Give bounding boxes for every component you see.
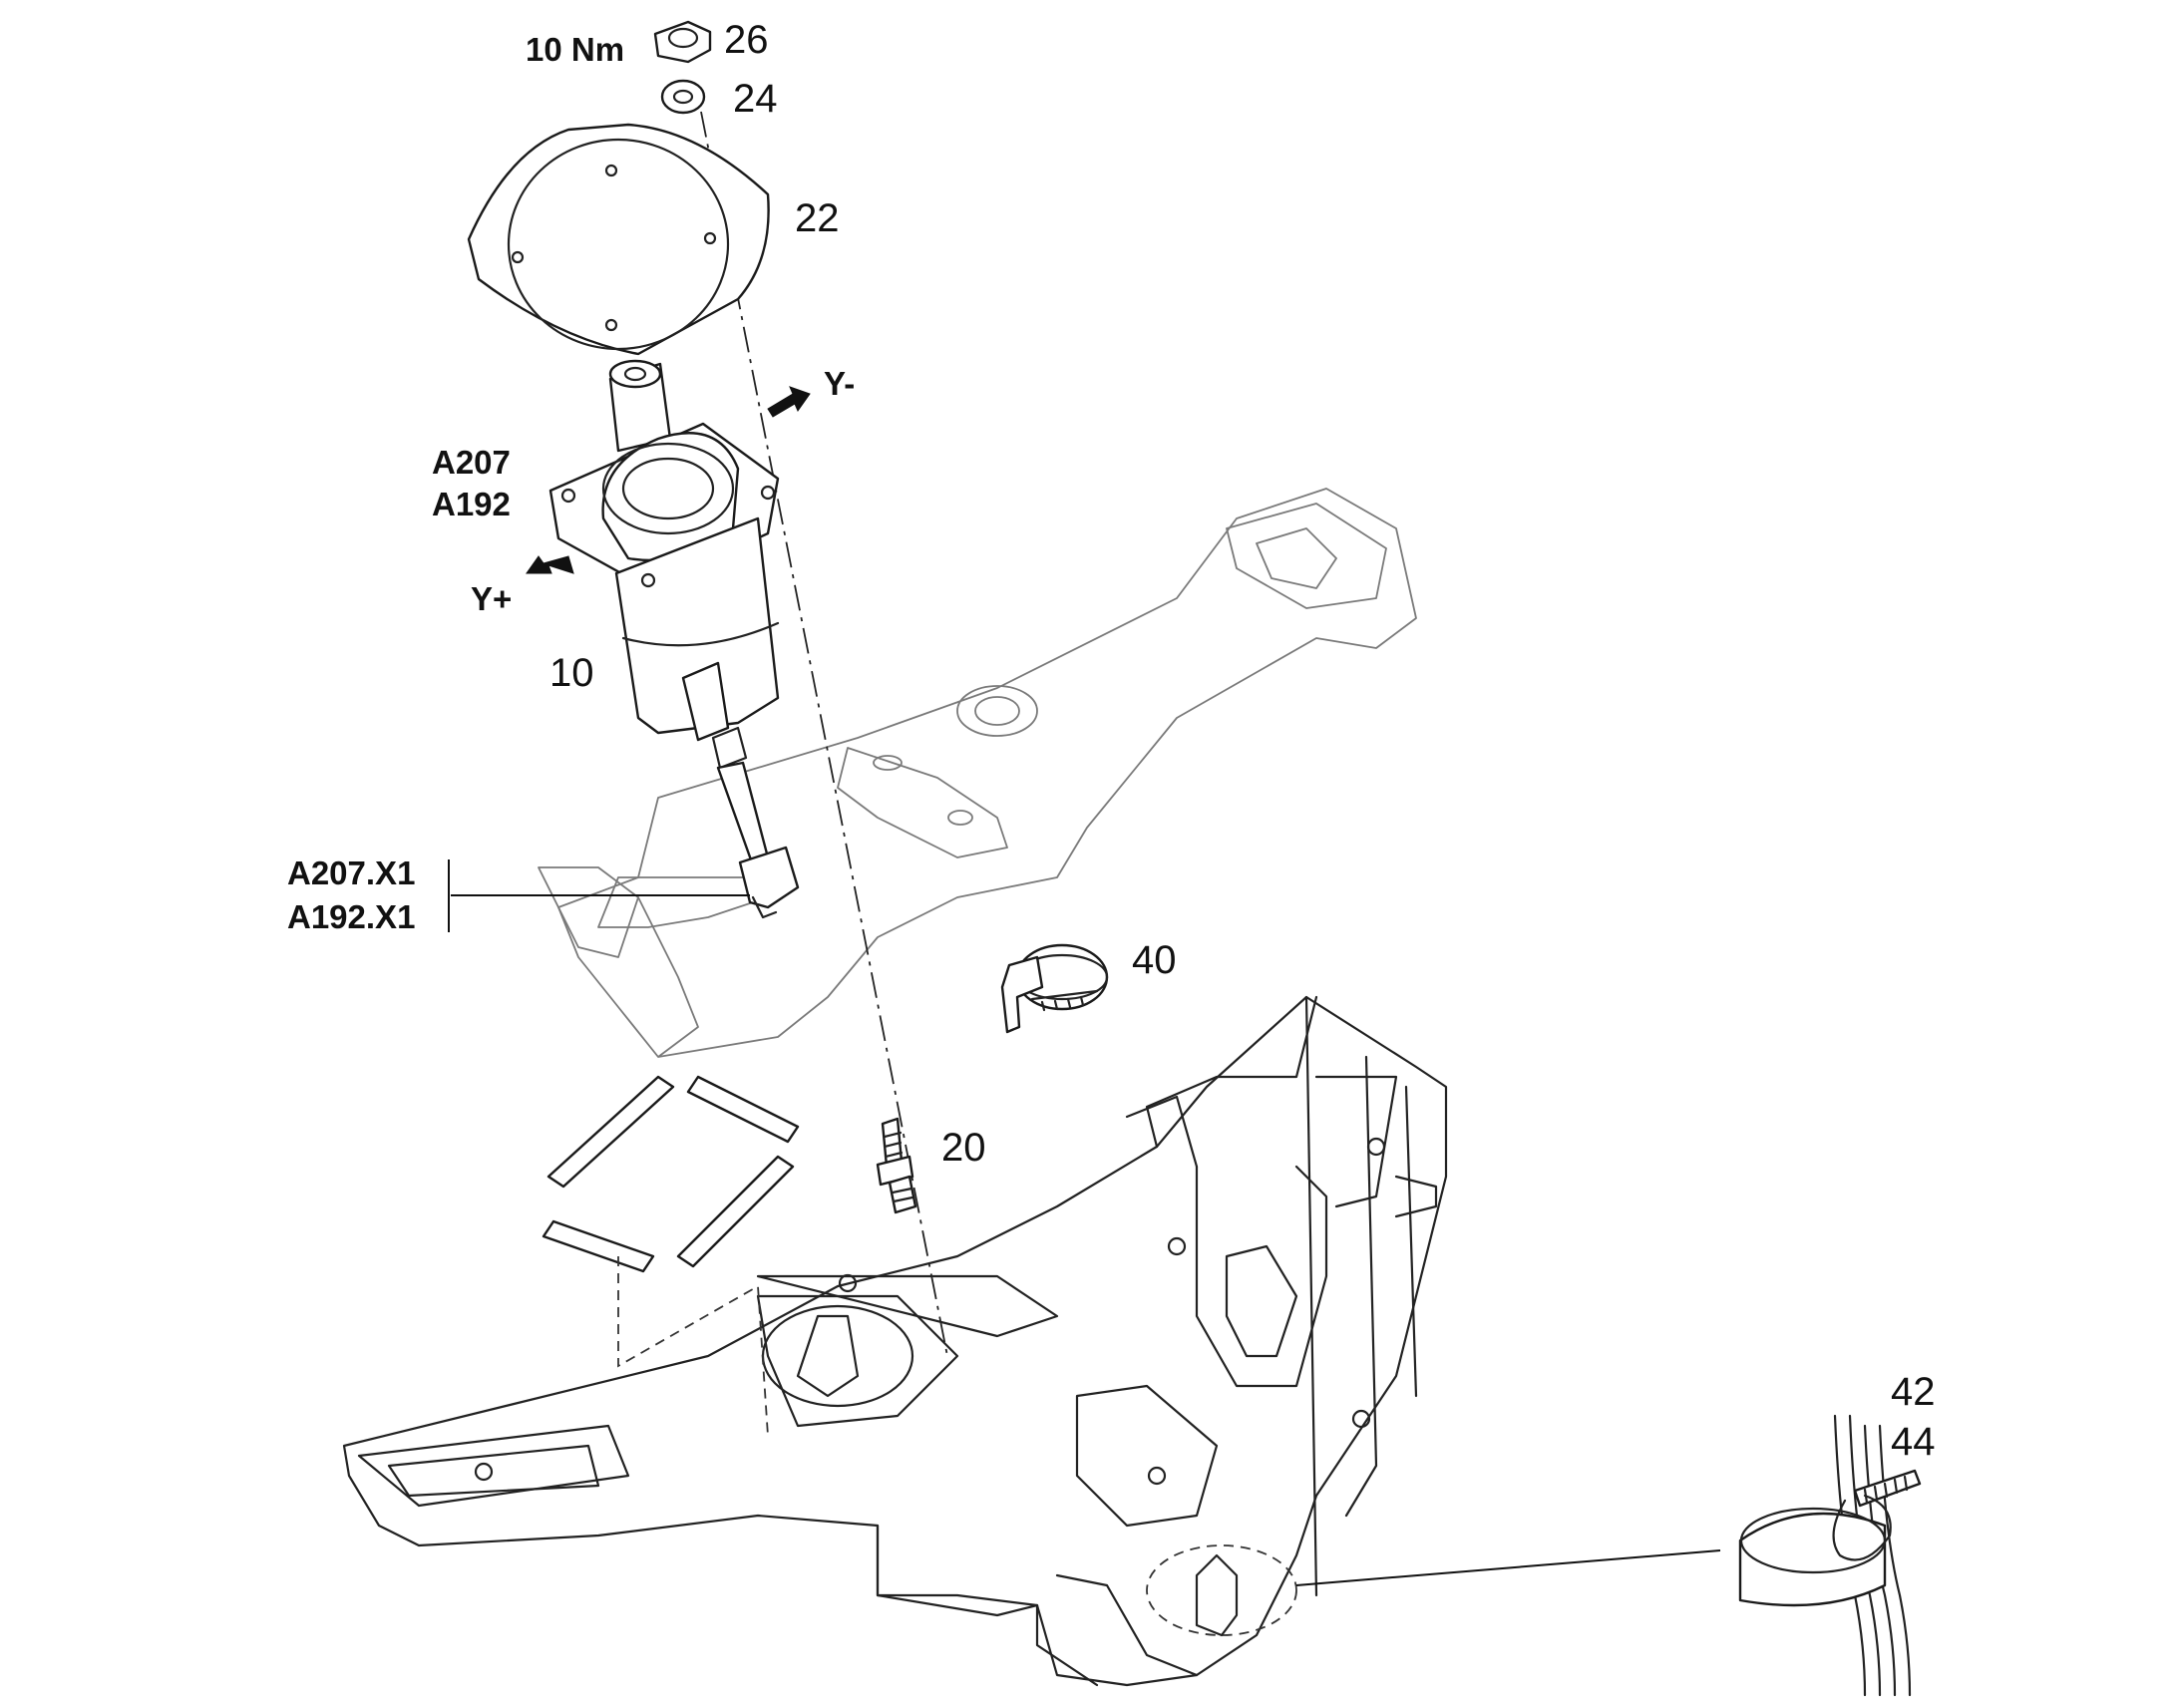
label-a192: A192 bbox=[432, 486, 511, 522]
y-plus-arrow-icon bbox=[526, 555, 574, 574]
callout-10: 10 bbox=[549, 651, 594, 695]
assembly-axis-line bbox=[700, 111, 948, 1357]
y-minus-arrow-icon bbox=[767, 386, 811, 418]
threaded-stud-icon bbox=[876, 1117, 917, 1214]
callout-24: 24 bbox=[733, 77, 778, 121]
lower-main-frame bbox=[342, 995, 1448, 1687]
callout-40: 40 bbox=[1132, 938, 1177, 982]
leader-line-cable-detail bbox=[1295, 1549, 1721, 1586]
label-a192-x1: A192.X1 bbox=[287, 898, 415, 935]
y-minus-label: Y- bbox=[824, 365, 855, 402]
hose-clamp-icon bbox=[1000, 943, 1109, 1034]
cable-tie-icon bbox=[1738, 1414, 1922, 1697]
actuator-motor-icon bbox=[548, 359, 800, 919]
mounting-pads bbox=[542, 1075, 800, 1437]
label-a207-x1: A207.X1 bbox=[287, 854, 415, 891]
hex-nut-icon bbox=[653, 20, 712, 64]
upper-cross-member bbox=[538, 488, 1417, 1058]
callout-22: 22 bbox=[795, 196, 840, 240]
label-a207: A207 bbox=[432, 444, 511, 481]
callout-26: 26 bbox=[724, 18, 769, 62]
torque-label: 10 Nm bbox=[526, 31, 624, 68]
callout-20: 20 bbox=[941, 1126, 986, 1170]
y-plus-label: Y+ bbox=[471, 580, 512, 617]
washer-icon bbox=[660, 79, 706, 115]
callout-44: 44 bbox=[1891, 1420, 1936, 1464]
callout-42: 42 bbox=[1891, 1370, 1936, 1414]
gasket-plate-icon bbox=[467, 123, 770, 356]
